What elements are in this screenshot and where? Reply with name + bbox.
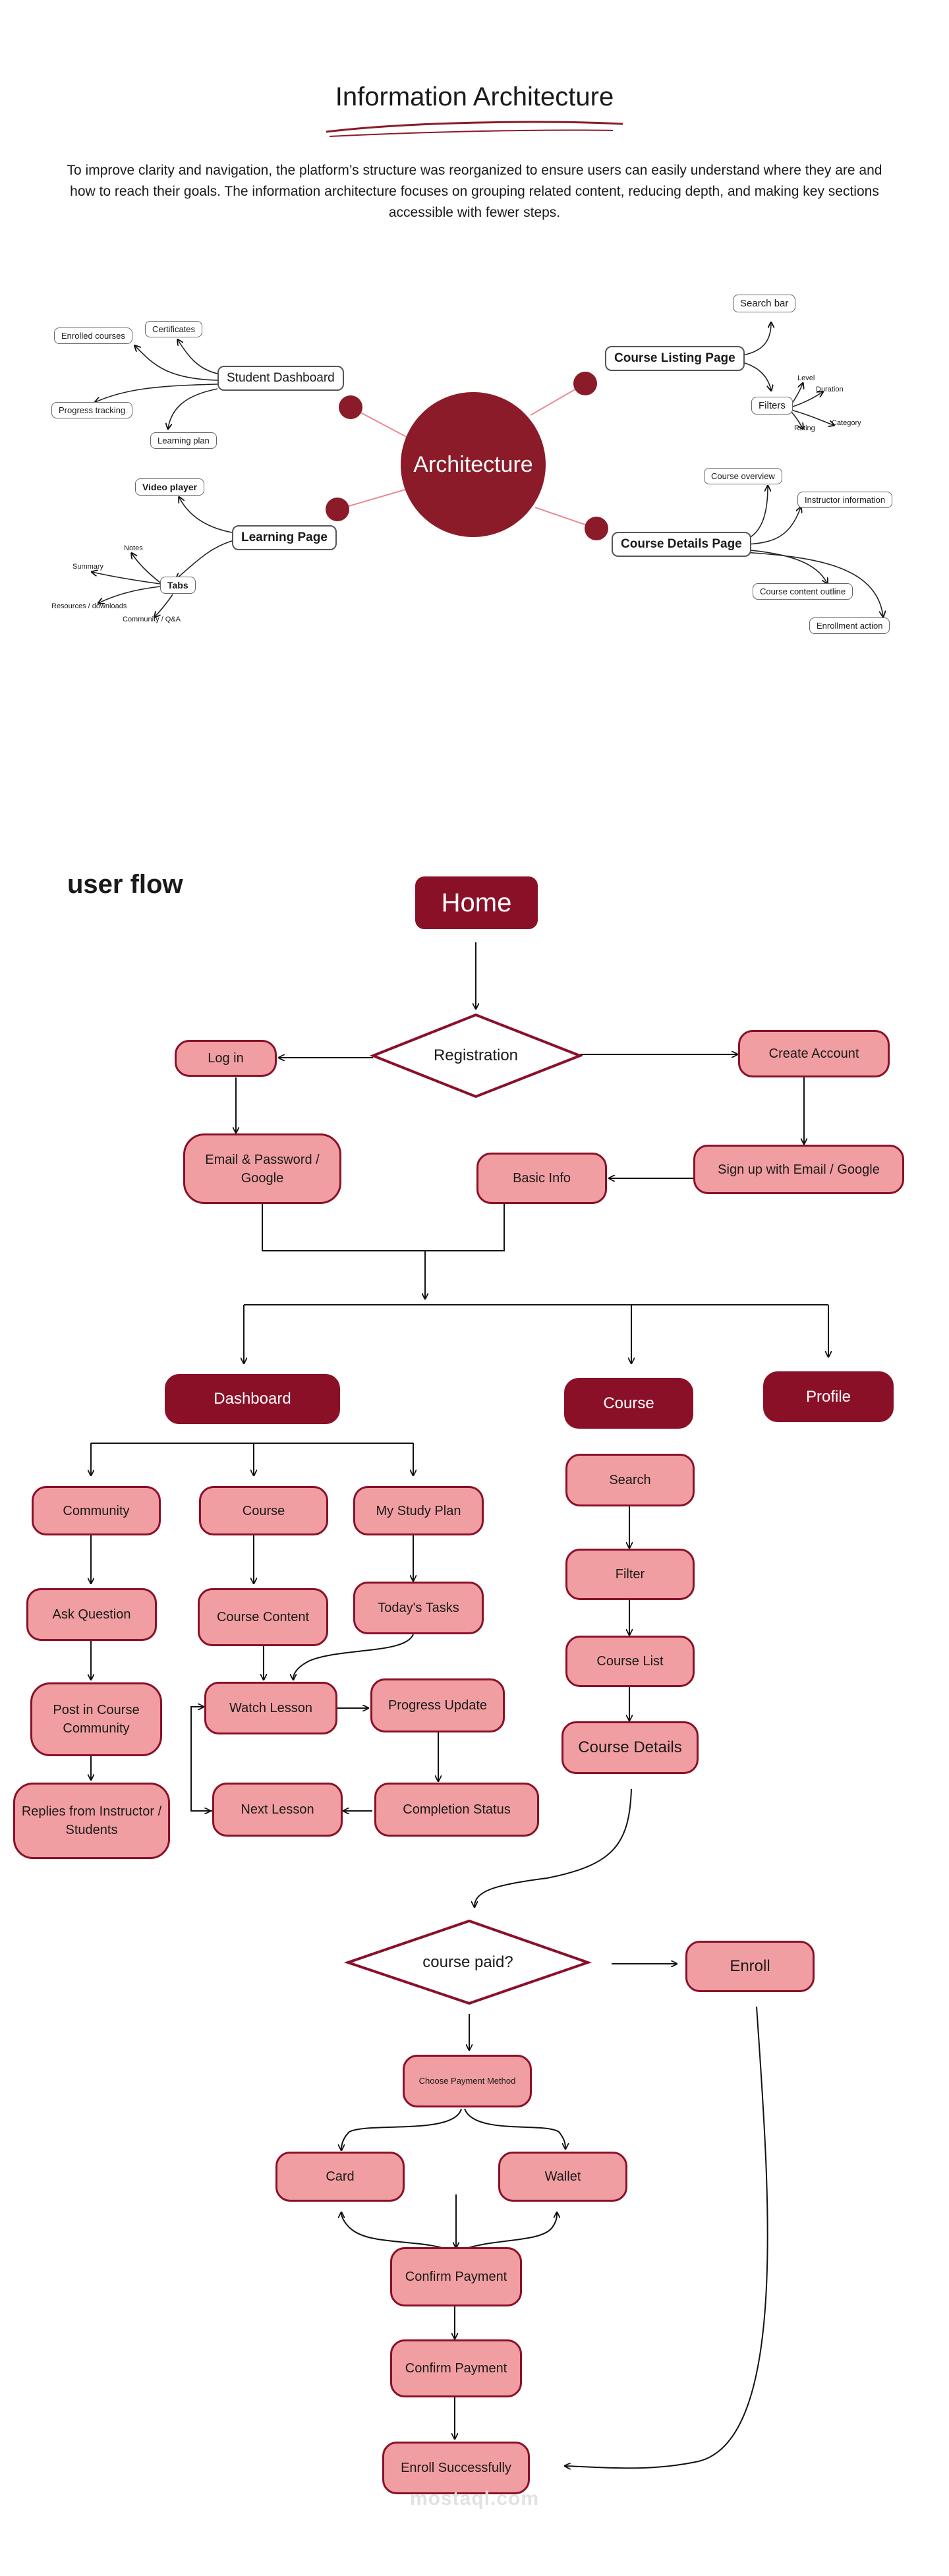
- course-main-node: Course: [564, 1378, 693, 1429]
- login-node: Log in: [175, 1040, 277, 1077]
- summary-label: Summary: [72, 563, 104, 571]
- tabs-leaf: Tabs: [160, 577, 196, 594]
- study-plan-node: My Study Plan: [353, 1486, 484, 1535]
- course-content-node: Course Content: [198, 1588, 328, 1646]
- certificates-leaf: Certificates: [145, 321, 203, 337]
- todays-tasks-node: Today's Tasks: [353, 1582, 484, 1634]
- duration-label: Duration: [816, 386, 844, 393]
- course-details-node: Course Details Page: [612, 532, 751, 557]
- spoke-dot-course-details: [585, 517, 608, 540]
- level-label: Level: [797, 374, 815, 382]
- confirm-payment-2-node: Confirm Payment: [390, 2339, 522, 2397]
- create-account-node: Create Account: [738, 1030, 890, 1077]
- enrollment-action-leaf: Enrollment action: [809, 617, 890, 634]
- spoke-dot-student-dashboard: [339, 395, 362, 419]
- watch-lesson-node: Watch Lesson: [204, 1682, 337, 1734]
- filters-leaf: Filters: [751, 397, 793, 415]
- notes-label: Notes: [124, 544, 143, 552]
- wallet-node: Wallet: [498, 2152, 627, 2202]
- course-overview-leaf: Course overview: [704, 468, 782, 484]
- choose-payment-node: Choose Payment Method: [403, 2055, 532, 2107]
- email-password-node: Email & Password / Google: [183, 1133, 341, 1204]
- enroll-node: Enroll: [685, 1941, 815, 1992]
- search-node: Search: [565, 1454, 695, 1506]
- community-qa-label: Community / Q&A: [123, 615, 181, 623]
- ia-description: To improve clarity and navigation, the p…: [67, 163, 882, 220]
- search-bar-leaf: Search bar: [733, 295, 796, 312]
- rating-label: Rating: [794, 424, 815, 432]
- category-label: Category: [832, 419, 861, 427]
- ask-question-node: Ask Question: [26, 1588, 157, 1641]
- course-sub-node: Course: [199, 1486, 328, 1535]
- watermark: mostaql.com: [409, 2488, 540, 2509]
- registration-label: Registration: [433, 1046, 519, 1064]
- learning-plan-leaf: Learning plan: [150, 432, 217, 449]
- next-lesson-node: Next Lesson: [212, 1783, 343, 1837]
- instructor-information-leaf: Instructor information: [797, 492, 893, 508]
- resources-label: Resources / downloads: [51, 602, 127, 610]
- enroll-success-node: Enroll Successfully: [382, 2442, 530, 2494]
- replies-node: Replies from Instructor / Students: [13, 1783, 170, 1859]
- student-dashboard-node: Student Dashboard: [217, 366, 344, 391]
- course-listing-node: Course Listing Page: [605, 346, 745, 371]
- confirm-payment-1-node: Confirm Payment: [390, 2247, 522, 2306]
- signup-node: Sign up with Email / Google: [693, 1145, 904, 1194]
- spoke-dot-course-listing: [573, 372, 597, 395]
- course-content-outline-leaf: Course content outline: [753, 583, 853, 600]
- video-player-leaf: Video player: [135, 478, 205, 496]
- learning-page-node: Learning Page: [232, 525, 337, 550]
- basic-info-node: Basic Info: [476, 1153, 607, 1204]
- post-community-node: Post in Course Community: [30, 1682, 162, 1756]
- enrolled-courses-leaf: Enrolled courses: [54, 328, 132, 344]
- user-flow-title: user flow: [67, 870, 183, 899]
- course-details-node: Course Details: [561, 1721, 699, 1774]
- dashboard-node: Dashboard: [165, 1374, 340, 1424]
- home-node: Home: [415, 876, 538, 929]
- profile-node: Profile: [763, 1371, 894, 1422]
- filter-node: Filter: [565, 1549, 695, 1600]
- architecture-node: Architecture: [401, 392, 546, 537]
- course-list-node: Course List: [565, 1636, 695, 1687]
- course-paid-label: course paid?: [422, 1953, 513, 1971]
- community-node: Community: [32, 1486, 161, 1535]
- card-node: Card: [275, 2152, 405, 2202]
- completion-status-node: Completion Status: [374, 1783, 539, 1837]
- progress-tracking-leaf: Progress tracking: [51, 402, 133, 418]
- spoke-dot-learning-page: [326, 498, 349, 521]
- progress-update-node: Progress Update: [370, 1678, 505, 1732]
- ia-title: Information Architecture: [335, 82, 614, 111]
